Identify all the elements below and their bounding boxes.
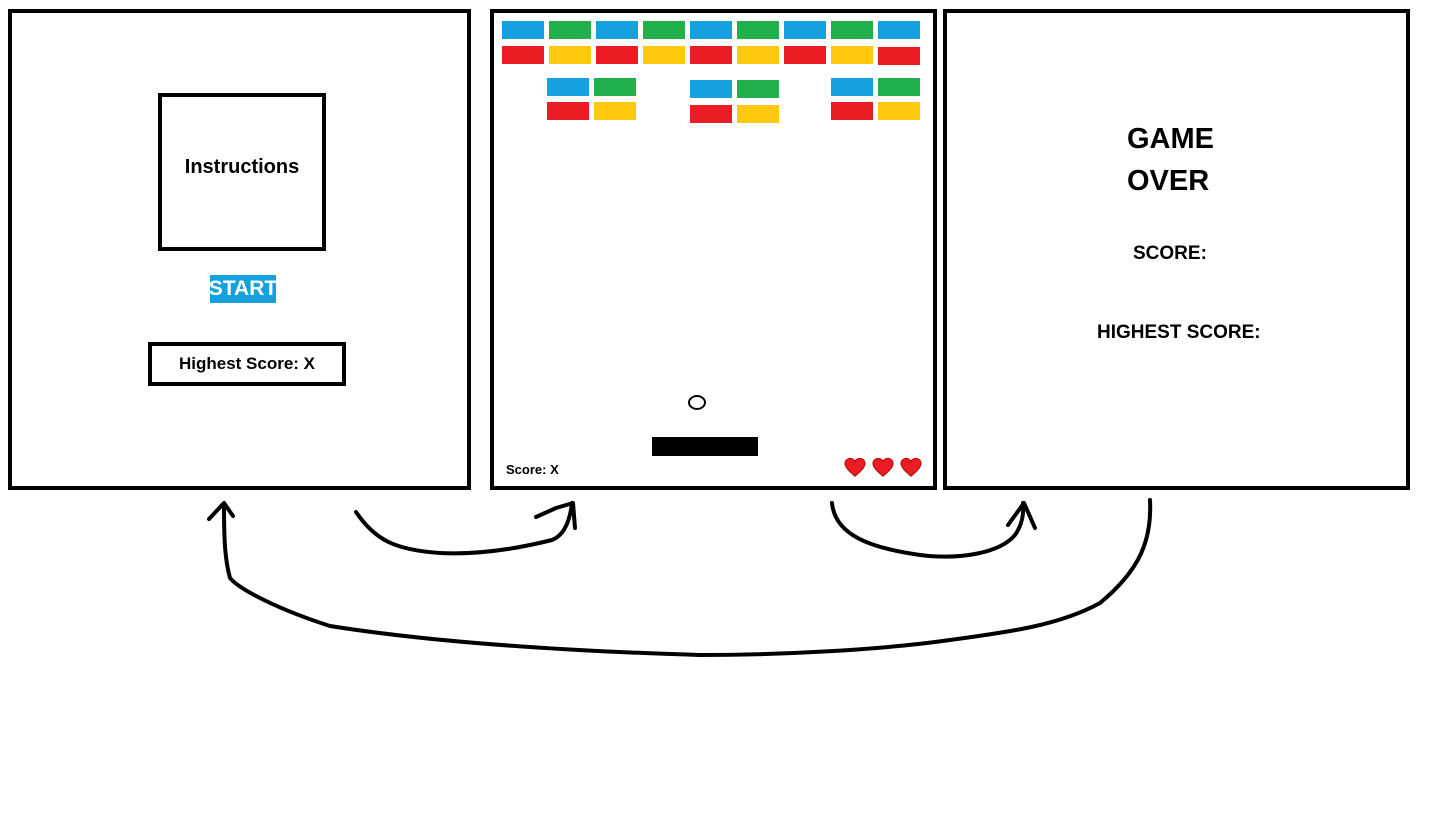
yellow-brick [737,46,779,64]
lives-display [844,457,922,479]
arrow-head-menu-to-game [534,501,577,530]
red-brick [547,102,589,120]
game-over-title: GAME OVER [1127,118,1327,202]
blue-brick [690,21,732,39]
start-screen-panel: Instructions START Highest Score: X [8,9,471,490]
red-brick [502,46,544,64]
yellow-brick [549,46,591,64]
paddle[interactable] [652,437,758,456]
game-over-score-label: SCORE: [1133,243,1207,264]
yellow-brick [643,46,685,64]
game-over-title-line2: OVER [1127,165,1210,197]
heart-icon [844,457,866,477]
arrow-game-to-over [830,501,1026,559]
green-brick [643,21,685,39]
blue-brick [547,78,589,96]
green-brick [878,78,920,96]
ball [688,395,706,410]
arrow-over-to-menu [222,498,1153,657]
blue-brick [502,21,544,39]
arrow-head-game-to-over [1006,501,1037,530]
heart-icon [872,457,894,477]
game-screen-panel: Score: X [490,9,937,490]
blue-brick [878,21,920,39]
game-over-panel: GAME OVER SCORE: HIGHEST SCORE: [943,9,1410,490]
red-brick [878,47,920,65]
highest-score-label: Highest Score: X [178,354,316,373]
blue-brick [831,78,873,96]
start-button[interactable]: START [209,275,277,303]
arrow-head-over-to-menu [207,501,235,521]
red-brick [596,46,638,64]
heart-icon [900,457,922,477]
red-brick [784,46,826,64]
blue-brick [784,21,826,39]
instructions-label: Instructions [184,155,300,178]
blue-brick [690,80,732,98]
game-score-label: Score: X [506,462,559,477]
red-brick [690,46,732,64]
red-brick [690,105,732,123]
arrow-menu-to-game [354,501,574,556]
green-brick [737,80,779,98]
green-brick [737,21,779,39]
highest-score-box: Highest Score: X [148,342,346,386]
red-brick [831,102,873,120]
game-over-title-line1: GAME [1127,123,1214,155]
green-brick [594,78,636,96]
yellow-brick [878,102,920,120]
game-over-highest-score-label: HIGHEST SCORE: [1097,322,1261,343]
yellow-brick [594,102,636,120]
blue-brick [596,21,638,39]
instructions-box[interactable]: Instructions [158,93,326,251]
yellow-brick [831,46,873,64]
green-brick [549,21,591,39]
green-brick [831,21,873,39]
yellow-brick [737,105,779,123]
